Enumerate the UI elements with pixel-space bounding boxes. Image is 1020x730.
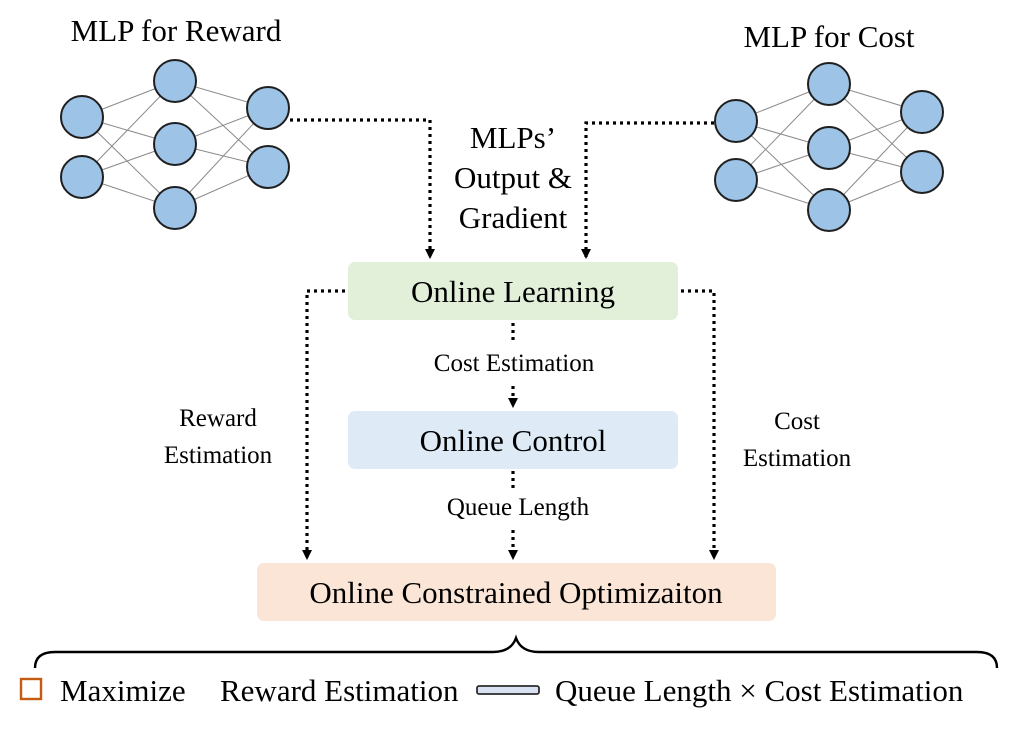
equal-bar-icon (476, 685, 540, 695)
reward-estimation-label-line1: Reward (179, 405, 257, 432)
cost-estimation-side-label-line2: Estimation (743, 445, 852, 472)
mlps-output-gradient-label: MLPs’ Output & Gradient (454, 120, 572, 235)
cost-estimation-center-label: Cost Estimation (434, 350, 595, 377)
reward-mlp-nodes (60, 59, 290, 230)
reward-estimation-arrow (301, 289, 345, 561)
online-control-label: Online Control (420, 423, 607, 458)
reward-mlp-node (153, 186, 197, 230)
center-label-line2: Output & (454, 160, 572, 195)
reward-mlp-node (153, 122, 197, 166)
queue-length-label: Queue Length (447, 494, 590, 521)
maximize-keyword: Maximize (60, 673, 186, 708)
cost-mlp-node (900, 150, 944, 194)
cost-estimation-side-label-line1: Cost (774, 408, 820, 435)
cost-estimation-side-arrow (681, 289, 720, 561)
reward-mlp-node (246, 145, 290, 189)
online-learning-label: Online Learning (411, 274, 615, 309)
center-label-line3: Gradient (459, 200, 568, 235)
cost-mlp-node (807, 188, 851, 232)
cost-mlp-network (714, 62, 944, 232)
online-optimization-label: Online Constrained Optimizaiton (309, 575, 723, 610)
objective-brace (33, 634, 999, 669)
reward-estimation-term: Reward Estimation (220, 673, 459, 708)
online-learning-box (348, 262, 678, 320)
reward-mlp-network (60, 59, 290, 230)
cost-mlp-nodes (714, 62, 944, 232)
cost-to-learning-arrow (580, 121, 714, 260)
square-checkbox-icon (19, 677, 43, 701)
cost-mlp-node (807, 126, 851, 170)
objective-line: Maximize Reward Estimation Queue Length … (19, 673, 964, 708)
reward-mlp-node (60, 155, 104, 199)
cost-mlp-edge (828, 111, 923, 211)
cost-mlp-node (714, 99, 758, 143)
reward-mlp-node (246, 86, 290, 130)
online-optimization-box (257, 563, 776, 621)
cost-mlp-edge (735, 83, 830, 181)
reward-mlp-node (153, 59, 197, 103)
reward-mlp-edge (174, 107, 269, 209)
cost-mlp-title: MLP for Cost (743, 19, 914, 54)
reward-mlp-title: MLP for Reward (71, 13, 282, 48)
center-label-line1: MLPs’ (470, 120, 556, 155)
reward-mlp-edge (81, 80, 176, 178)
reward-mlp-node (60, 95, 104, 139)
cost-mlp-node (714, 158, 758, 202)
constraint-term: Queue Length × Cost Estimation (555, 673, 964, 708)
cost-mlp-node (807, 62, 851, 106)
reward-estimation-label-line2: Estimation (164, 442, 273, 469)
online-control-box (348, 411, 678, 469)
cost-mlp-node (900, 90, 944, 134)
reward-to-learning-arrow (290, 118, 436, 260)
